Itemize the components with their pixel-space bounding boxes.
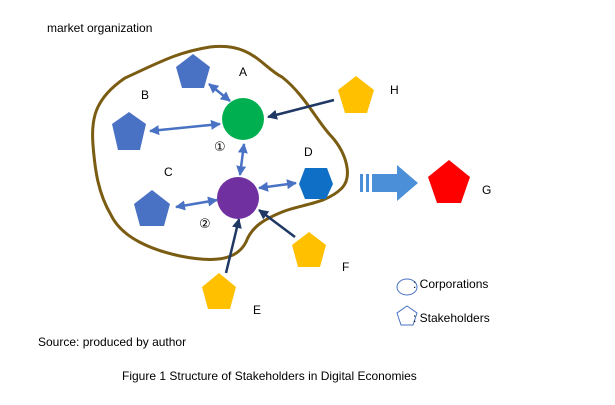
stakeholder-D-pentagon — [299, 168, 333, 199]
arrow-H-to-1 — [267, 98, 335, 120]
legend-stakeholder-icon — [396, 305, 418, 326]
market-organization-boundary — [91, 44, 349, 261]
target-G-pentagon — [428, 160, 470, 203]
marker-corporation-1: ① — [214, 140, 226, 155]
label-H: H — [390, 83, 399, 97]
arrow-E-to-2 — [224, 218, 242, 274]
stakeholder-F-pentagon — [292, 232, 326, 267]
stakeholder-B-pentagon — [112, 112, 146, 150]
arrow-C-to-2 — [175, 196, 218, 211]
region-label: market organization — [47, 21, 153, 35]
stakeholder-A-pentagon — [176, 54, 210, 88]
label-E: E — [253, 303, 261, 317]
arrow-B-to-1 — [149, 119, 221, 136]
arrow-D-to-2 — [258, 179, 297, 192]
figure-caption: Figure 1 Structure of Stakeholders in Di… — [122, 369, 417, 383]
legend-corporations-label: : Corporations — [413, 277, 489, 291]
stakeholder-C-pentagon — [134, 190, 170, 226]
block-arrow-to-G — [360, 165, 418, 201]
arrow-A-to-1 — [208, 83, 231, 102]
legend-stakeholders-label: : Stakeholders — [413, 311, 490, 325]
corporation-2-circle — [217, 177, 259, 219]
stakeholder-E-pentagon — [202, 273, 236, 309]
source-note: Source: produced by author — [38, 335, 187, 349]
corporation-1-circle — [222, 98, 264, 140]
label-D: D — [304, 145, 313, 159]
label-A: A — [239, 65, 247, 79]
stakeholder-H-pentagon — [338, 76, 374, 113]
label-G: G — [482, 183, 491, 197]
legend-corporation-icon — [396, 278, 418, 296]
arrow-F-to-2 — [258, 209, 296, 238]
label-C: C — [164, 165, 173, 179]
marker-corporation-2: ② — [199, 217, 211, 232]
arrow-1-to-2 — [236, 143, 248, 176]
label-F: F — [342, 260, 349, 274]
label-B: B — [141, 88, 149, 102]
